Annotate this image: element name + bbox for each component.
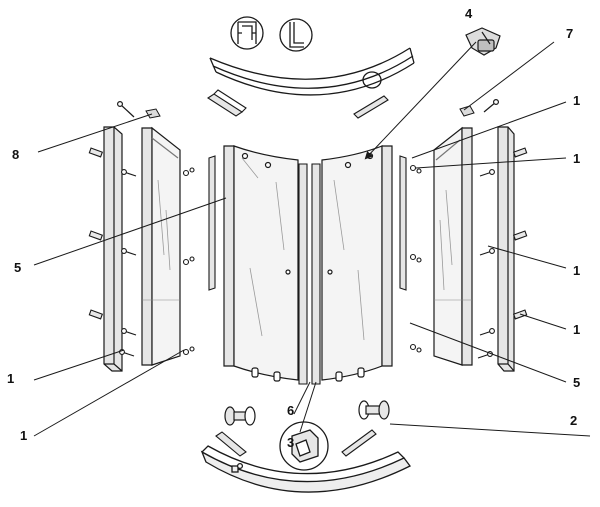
bottom-roller-left xyxy=(224,406,256,426)
callout-1: 1 xyxy=(573,151,581,166)
left-wall-profile xyxy=(103,126,123,372)
right-wall-profile xyxy=(497,126,515,372)
top-screw-left xyxy=(116,100,135,118)
right-seal-strip xyxy=(399,155,407,291)
bottom-curved-tray xyxy=(200,445,411,493)
top-screw-right xyxy=(483,98,500,113)
bottom-seal-strip-left xyxy=(215,431,247,457)
callout-1: 1 xyxy=(573,93,581,108)
bottom-seal-strip-right xyxy=(341,429,377,457)
callout-5: 5 xyxy=(14,260,22,275)
left-glass-fixings xyxy=(182,167,195,356)
top-seal-strip-left xyxy=(206,89,247,117)
callout-1: 1 xyxy=(7,371,15,386)
callout-5: 5 xyxy=(573,375,581,390)
handle-part xyxy=(465,27,501,56)
right-fixed-glass-panel xyxy=(433,126,473,366)
guide-part-inset xyxy=(279,421,329,471)
callout-6: 6 xyxy=(287,403,295,418)
callout-1: 1 xyxy=(573,322,581,337)
callout-4: 4 xyxy=(465,6,473,21)
callout-1: 1 xyxy=(20,428,28,443)
bottom-roller-right xyxy=(358,400,390,420)
callout-8: 8 xyxy=(12,147,20,162)
left-wall-fixings xyxy=(88,147,137,357)
leader-lines xyxy=(33,41,591,437)
small-clip-right xyxy=(459,105,475,117)
top-curved-rail xyxy=(209,47,415,96)
small-clip-left xyxy=(145,108,161,119)
left-sliding-door xyxy=(223,145,299,382)
right-glass-fixings xyxy=(409,164,422,353)
profile-section-inset-left xyxy=(230,16,264,50)
left-seal-strip xyxy=(208,155,216,291)
callout-7: 7 xyxy=(566,26,574,41)
right-sliding-door xyxy=(321,145,393,382)
callout-1: 1 xyxy=(573,263,581,278)
left-fixed-glass-panel xyxy=(141,126,181,366)
callout-2: 2 xyxy=(570,413,578,428)
center-handle-profiles xyxy=(298,163,321,385)
callout-3: 3 xyxy=(287,435,295,450)
profile-section-inset-right xyxy=(279,18,313,52)
top-seal-strip-right xyxy=(353,95,389,119)
